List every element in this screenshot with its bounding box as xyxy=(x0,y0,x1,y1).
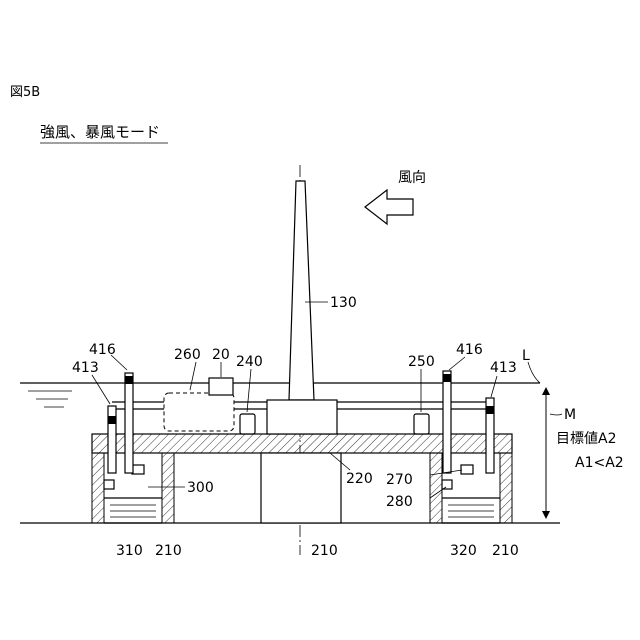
central-column xyxy=(261,453,341,523)
tower xyxy=(289,181,314,400)
water-ripples xyxy=(28,391,72,407)
label-ballast-320: 320 xyxy=(450,543,477,559)
tower-base-block xyxy=(267,400,337,434)
mode-title: 強風、暴風モード xyxy=(40,123,160,141)
unit-250 xyxy=(414,414,429,434)
label-draft-M: M xyxy=(564,407,576,423)
label-column-210-center: 210 xyxy=(311,543,338,559)
label-tank-300: 300 xyxy=(187,480,214,496)
label-target-value: 目標値A2 xyxy=(556,431,616,447)
unit-240 xyxy=(240,414,255,434)
float-260 xyxy=(164,393,234,431)
label-generator-20: 20 xyxy=(212,347,230,363)
label-unit-240: 240 xyxy=(236,354,263,370)
label-unit-250: 250 xyxy=(408,354,435,370)
label-416-right: 416 xyxy=(456,342,483,358)
label-column-210-right: 210 xyxy=(492,543,519,559)
figure-label: 図5B xyxy=(10,85,40,100)
label-413-right: 413 xyxy=(490,360,517,376)
label-pipe-280: 280 xyxy=(386,494,413,510)
rod-416-left xyxy=(125,373,133,473)
label-416-left: 416 xyxy=(89,342,116,358)
right-column xyxy=(430,453,512,523)
rod-413-left xyxy=(108,406,116,473)
wind-direction-arrow-icon xyxy=(365,190,413,224)
label-tower-130: 130 xyxy=(330,295,357,311)
label-413-left: 413 xyxy=(72,360,99,376)
label-column-210-left: 210 xyxy=(155,543,182,559)
label-comparison: A1<A2 xyxy=(575,455,624,471)
generator-20 xyxy=(209,378,233,395)
rod-416-right xyxy=(443,371,451,473)
label-float-260: 260 xyxy=(174,347,201,363)
wind-direction-label: 風向 xyxy=(398,170,426,186)
label-water-level-L: L xyxy=(522,348,530,364)
label-deck-220: 220 xyxy=(346,471,373,487)
label-pipe-270: 270 xyxy=(386,472,413,488)
rod-413-right xyxy=(486,398,494,473)
label-ballast-310: 310 xyxy=(116,543,143,559)
